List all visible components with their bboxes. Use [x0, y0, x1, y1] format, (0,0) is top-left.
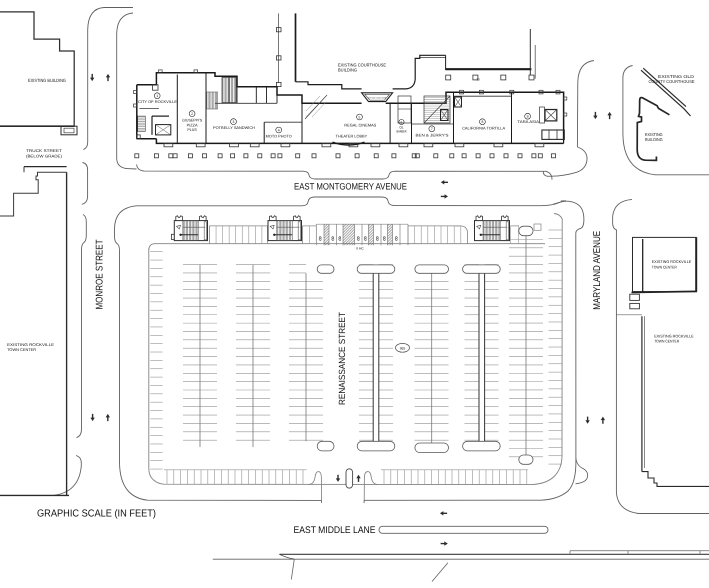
svg-text:TARA ASIA: TARA ASIA	[517, 120, 539, 124]
svg-text:BUILDING: BUILDING	[338, 68, 358, 73]
svg-text:BARBER: BARBER	[397, 130, 408, 134]
svg-text:365: 365	[400, 346, 406, 350]
svg-text:6: 6	[401, 120, 403, 124]
svg-text:PLUS: PLUS	[187, 128, 197, 132]
svg-text:(BELOW GRADE): (BELOW GRADE)	[26, 153, 63, 158]
svg-text:MONROE STREET: MONROE STREET	[95, 239, 106, 309]
svg-text:9: 9	[527, 114, 529, 118]
svg-text:4: 4	[278, 128, 280, 132]
svg-text:TOWN CENTER: TOWN CENTER	[652, 264, 677, 269]
svg-text:GIUSEPPI'S: GIUSEPPI'S	[182, 119, 202, 123]
svg-text:1: 1	[156, 94, 158, 98]
svg-text:PIZZA: PIZZA	[187, 123, 198, 127]
svg-text:5: 5	[359, 115, 361, 119]
svg-text:CALIFORNIA TORTILLA: CALIFORNIA TORTILLA	[462, 126, 505, 130]
svg-text:EXISTING COURTHOUSE: EXISTING COURTHOUSE	[338, 62, 386, 67]
svg-text:RENAISSANCE STREET: RENAISSANCE STREET	[337, 312, 347, 405]
svg-text:EXISTING OLD: EXISTING OLD	[658, 74, 694, 79]
svg-text:MOTO PHOTO: MOTO PHOTO	[266, 135, 292, 139]
svg-text:TRUCK STREET: TRUCK STREET	[26, 148, 63, 153]
svg-text:COUNTY COURTHOUSE: COUNTY COURTHOUSE	[649, 79, 695, 84]
svg-text:POTBELLY SANDWICH: POTBELLY SANDWICH	[213, 126, 255, 130]
svg-text:BUILDING: BUILDING	[645, 137, 663, 142]
svg-text:THEATER LOBBY: THEATER LOBBY	[336, 133, 368, 138]
svg-text:REGAL CINEMAS: REGAL CINEMAS	[344, 123, 376, 128]
svg-text:OL: OL	[399, 126, 403, 130]
svg-text:EXISTING BUILDING: EXISTING BUILDING	[28, 78, 66, 83]
svg-text:EXISTING: EXISTING	[645, 132, 663, 137]
svg-text:BEN & JERRY'S: BEN & JERRY'S	[416, 133, 450, 137]
svg-text:8 HC: 8 HC	[356, 246, 364, 250]
svg-text:GRAPHIC SCALE (IN FEET): GRAPHIC SCALE (IN FEET)	[37, 509, 156, 520]
svg-text:EAST MONTGOMERY AVENUE: EAST MONTGOMERY AVENUE	[294, 181, 407, 191]
svg-text:TOWN CENTER: TOWN CENTER	[7, 347, 36, 352]
svg-text:2: 2	[191, 112, 193, 116]
svg-text:TOWN CENTER: TOWN CENTER	[654, 339, 679, 344]
svg-text:EXISTING ROCKVILLE: EXISTING ROCKVILLE	[7, 342, 54, 347]
svg-text:13: 13	[476, 78, 480, 82]
svg-text:CITY OF ROCKVILLE: CITY OF ROCKVILLE	[138, 100, 177, 104]
svg-text:8: 8	[481, 120, 483, 124]
svg-text:MARYLAND AVENUE: MARYLAND AVENUE	[592, 230, 603, 309]
svg-text:7: 7	[431, 127, 433, 131]
svg-text:EXISTING STAIR TOWER: EXISTING STAIR TOWER	[368, 96, 387, 99]
svg-text:3: 3	[233, 120, 235, 124]
svg-text:EAST MIDDLE LANE: EAST MIDDLE LANE	[294, 525, 376, 536]
svg-text:EXISTING ROCKVILLE: EXISTING ROCKVILLE	[652, 259, 692, 264]
svg-text:EXISTING ROCKVILLE: EXISTING ROCKVILLE	[654, 334, 694, 339]
